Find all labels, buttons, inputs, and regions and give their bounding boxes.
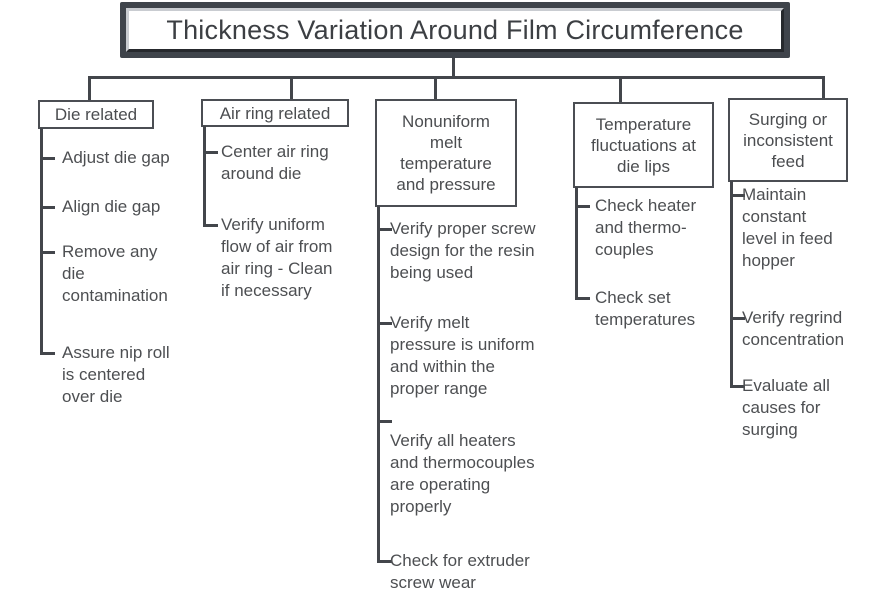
list-item: Verify regrind concentration [742,308,845,349]
list-item: Align die gap [62,197,161,216]
list-item: Check set temperatures [595,288,696,329]
branch-spine [575,187,578,300]
connector-rail [88,76,825,79]
branch-spine [203,126,206,227]
page-title: Thickness Variation Around Film Circumfe… [166,14,744,45]
item-tick [205,151,218,154]
branch-temp-fluctuations: Temperature fluctuations at die lips [573,102,714,188]
list-item: Verify all heaters and thermocouples are… [390,431,535,516]
branch-air-ring-related: Air ring related [201,99,349,127]
item-tick [379,228,392,231]
connector-drop [290,76,293,101]
item-tick [577,205,590,208]
item-tick [379,420,392,423]
list-item: Check heater and thermo- couples [595,196,697,259]
branch-melt-temp-pressure: Nonuniform melt temperature and pressure [375,99,517,207]
item-tick [42,157,55,160]
list-item: Verify melt pressure is uniform and with… [390,313,535,398]
connector-drop [434,76,437,101]
list-item: Remove any die contamination [62,242,168,305]
branch-label: Surging or inconsistent feed [743,109,833,171]
root-node: Thickness Variation Around Film Circumfe… [126,8,784,52]
item-tick [205,224,218,227]
list-item: Center air ring around die [221,142,329,183]
item-tick [732,317,745,320]
item-tick [42,352,55,355]
root-node-frame: Thickness Variation Around Film Circumfe… [120,2,790,58]
item-tick [732,385,745,388]
list-item: Adjust die gap [62,148,170,167]
branch-label: Temperature fluctuations at die lips [591,114,696,176]
branch-spine [40,128,43,355]
connector-drop [88,76,91,101]
list-item: Evaluate all causes for surging [742,376,830,439]
item-tick [732,194,745,197]
item-tick [42,251,55,254]
list-item: Assure nip roll is centered over die [62,343,170,406]
connector-drop [822,76,825,100]
item-tick [42,206,55,209]
branch-spine [730,181,733,388]
list-item: Verify proper screw design for the resin… [390,219,536,282]
item-tick [379,322,392,325]
branch-label: Nonuniform melt temperature and pressure [396,112,496,194]
connector-stem [452,58,455,77]
list-item: Verify uniform flow of air from air ring… [221,215,333,300]
branch-spine [377,206,380,563]
branch-label: Air ring related [219,103,331,123]
branch-die-related: Die related [38,100,154,129]
item-tick [379,560,392,563]
list-item: Check for extruder screw wear [390,551,530,592]
branch-label: Die related [54,105,138,124]
list-item: Maintain constant level in feed hopper [742,185,833,270]
item-tick [577,297,590,300]
connector-drop [619,76,622,104]
branch-surging-feed: Surging or inconsistent feed [728,98,848,182]
